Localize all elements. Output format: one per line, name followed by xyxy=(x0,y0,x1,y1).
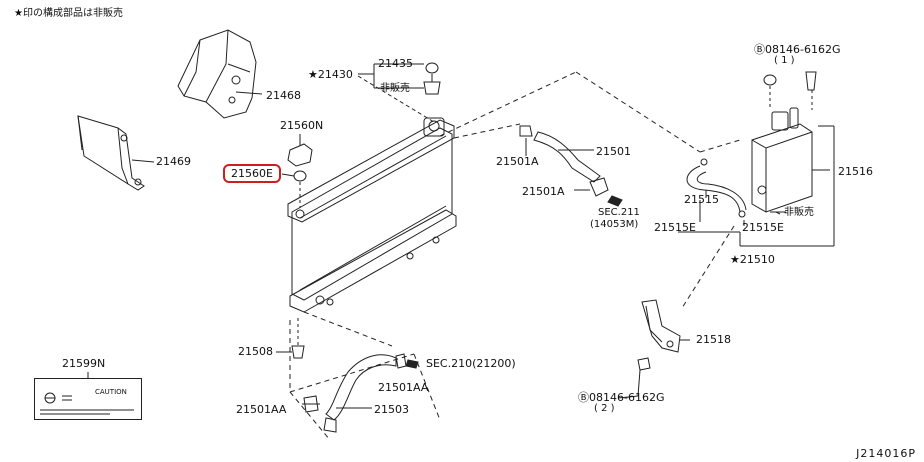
upper-hose-21501 xyxy=(519,125,623,207)
label-21501: 21501 xyxy=(596,145,631,158)
label-21430: ★21430 xyxy=(308,68,353,81)
overflow-hose-21515 xyxy=(686,158,747,226)
bracket-21518 xyxy=(617,299,690,399)
caution-label-21599n: CAUTION xyxy=(34,378,142,420)
highlighted-part-21560e[interactable]: 21560E xyxy=(223,164,281,183)
label-bolt-top-qty: ( 1 ) xyxy=(774,55,795,66)
radiator-core xyxy=(287,117,457,313)
label-21516: 21516 xyxy=(838,165,873,178)
label-hihanbai-cap: 非販売 xyxy=(380,83,410,94)
label-21501aa-mid: 21501AA xyxy=(378,381,429,394)
label-21435: 21435 xyxy=(378,57,413,70)
label-sec211-sub: (14053M) xyxy=(590,219,639,230)
part-21469-shroud xyxy=(77,115,155,191)
callout-lines-cap xyxy=(357,63,435,123)
dashed-frame xyxy=(289,71,741,441)
label-21518: 21518 xyxy=(696,333,731,346)
label-21515: 21515 xyxy=(684,193,719,206)
label-sec210: SEC.210(21200) xyxy=(426,357,516,370)
label-21510: ★21510 xyxy=(730,253,775,266)
label-21503: 21503 xyxy=(374,403,409,416)
label-21515e-left: 21515E xyxy=(654,221,696,234)
label-21501a-top: 21501A xyxy=(496,155,539,168)
label-21599n: 21599N xyxy=(62,357,106,370)
caution-text: CAUTION xyxy=(95,388,127,396)
label-hihanbai-tank: 非販売 xyxy=(784,207,814,218)
label-21469: 21469 xyxy=(156,155,191,168)
lower-hose-21503 xyxy=(302,353,419,433)
reference-code: J214016P xyxy=(856,447,916,460)
reservoir-tank xyxy=(751,71,830,215)
part-21560-mounts xyxy=(281,134,313,208)
label-21560e: 21560E xyxy=(231,167,273,180)
label-sec211: SEC.211 xyxy=(598,207,640,218)
label-21468: 21468 xyxy=(266,89,301,102)
label-bolt-bottom-qty: ( 2 ) xyxy=(594,403,615,414)
legend-note: ★印の構成部品は非販売 xyxy=(14,8,123,19)
caution-icons xyxy=(40,372,134,415)
part-21468-shroud xyxy=(177,29,263,119)
label-21501a-mid: 21501A xyxy=(522,185,565,198)
label-21501aa-left: 21501AA xyxy=(236,403,287,416)
label-21560n: 21560N xyxy=(280,119,324,132)
label-21508: 21508 xyxy=(238,345,273,358)
label-21515e-right: 21515E xyxy=(742,221,784,234)
label-bolt-bottom: Ⓑ08146-6162G xyxy=(578,391,665,404)
part-21508-drain xyxy=(276,318,305,359)
radiator-cap xyxy=(423,62,441,95)
callout-frame-right xyxy=(678,125,835,247)
label-bolt-top: Ⓑ08146-6162G xyxy=(754,43,841,56)
